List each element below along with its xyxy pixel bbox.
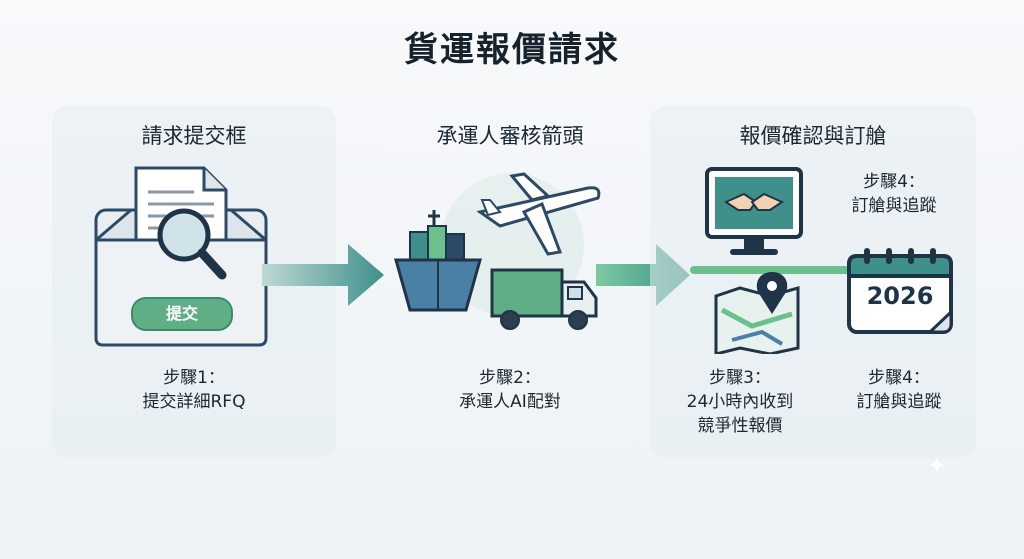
map-pin-icon: [714, 272, 800, 354]
step4-top-caption: 步驟4： 訂艙與追蹤: [824, 170, 964, 218]
step4-caption-line2: 訂艙與追蹤: [856, 392, 942, 412]
step3-caption-line1: 步驟3：: [709, 368, 771, 388]
carrier-transport-illustration: [394, 172, 601, 330]
step4-top-caption-line2: 訂艙與追蹤: [851, 196, 937, 216]
step2-caption-line2: 承運人AI配對: [459, 392, 561, 412]
step1-title: 請求提交框: [141, 124, 247, 148]
flow-arrow-1: [262, 244, 384, 306]
step1-caption-line2: 提交詳細RFQ: [142, 392, 246, 412]
step3-caption-line3: 競爭性報價: [697, 416, 783, 436]
handshake-monitor-icon: [705, 167, 803, 255]
submit-button[interactable]: 提交: [131, 297, 233, 331]
timeline-connector: [690, 266, 850, 274]
calendar-year: 2026: [866, 282, 934, 310]
calendar-icon: 2026: [846, 246, 954, 336]
step3-title: 報價確認與訂艙: [739, 124, 887, 148]
step3-caption: 步驟3： 24小時內收到 競爭性報價: [660, 366, 820, 438]
magnifier-icon: [157, 208, 227, 280]
truck-icon: [490, 268, 598, 330]
step2-caption-line1: 步驟2：: [479, 368, 541, 388]
page-title: 貨運報價請求: [404, 30, 620, 70]
step1-caption: 步驟1： 提交詳細RFQ: [52, 366, 336, 414]
step4-caption: 步驟4： 訂艙與追蹤: [834, 366, 964, 414]
step2-caption: 步驟2： 承運人AI配對: [390, 366, 630, 414]
step4-top-caption-line1: 步驟4：: [863, 172, 925, 192]
step2-title: 承運人審核箭頭: [436, 124, 584, 148]
cargo-ship-icon: [394, 210, 482, 312]
step3-caption-line2: 24小時內收到: [686, 392, 794, 412]
submit-button-label: 提交: [165, 304, 198, 323]
step1-caption-line1: 步驟1：: [163, 368, 225, 388]
airplane-icon: [476, 172, 601, 256]
step4-caption-line1: 步驟4：: [868, 368, 930, 388]
sparkle-icon: ✦: [927, 454, 946, 479]
